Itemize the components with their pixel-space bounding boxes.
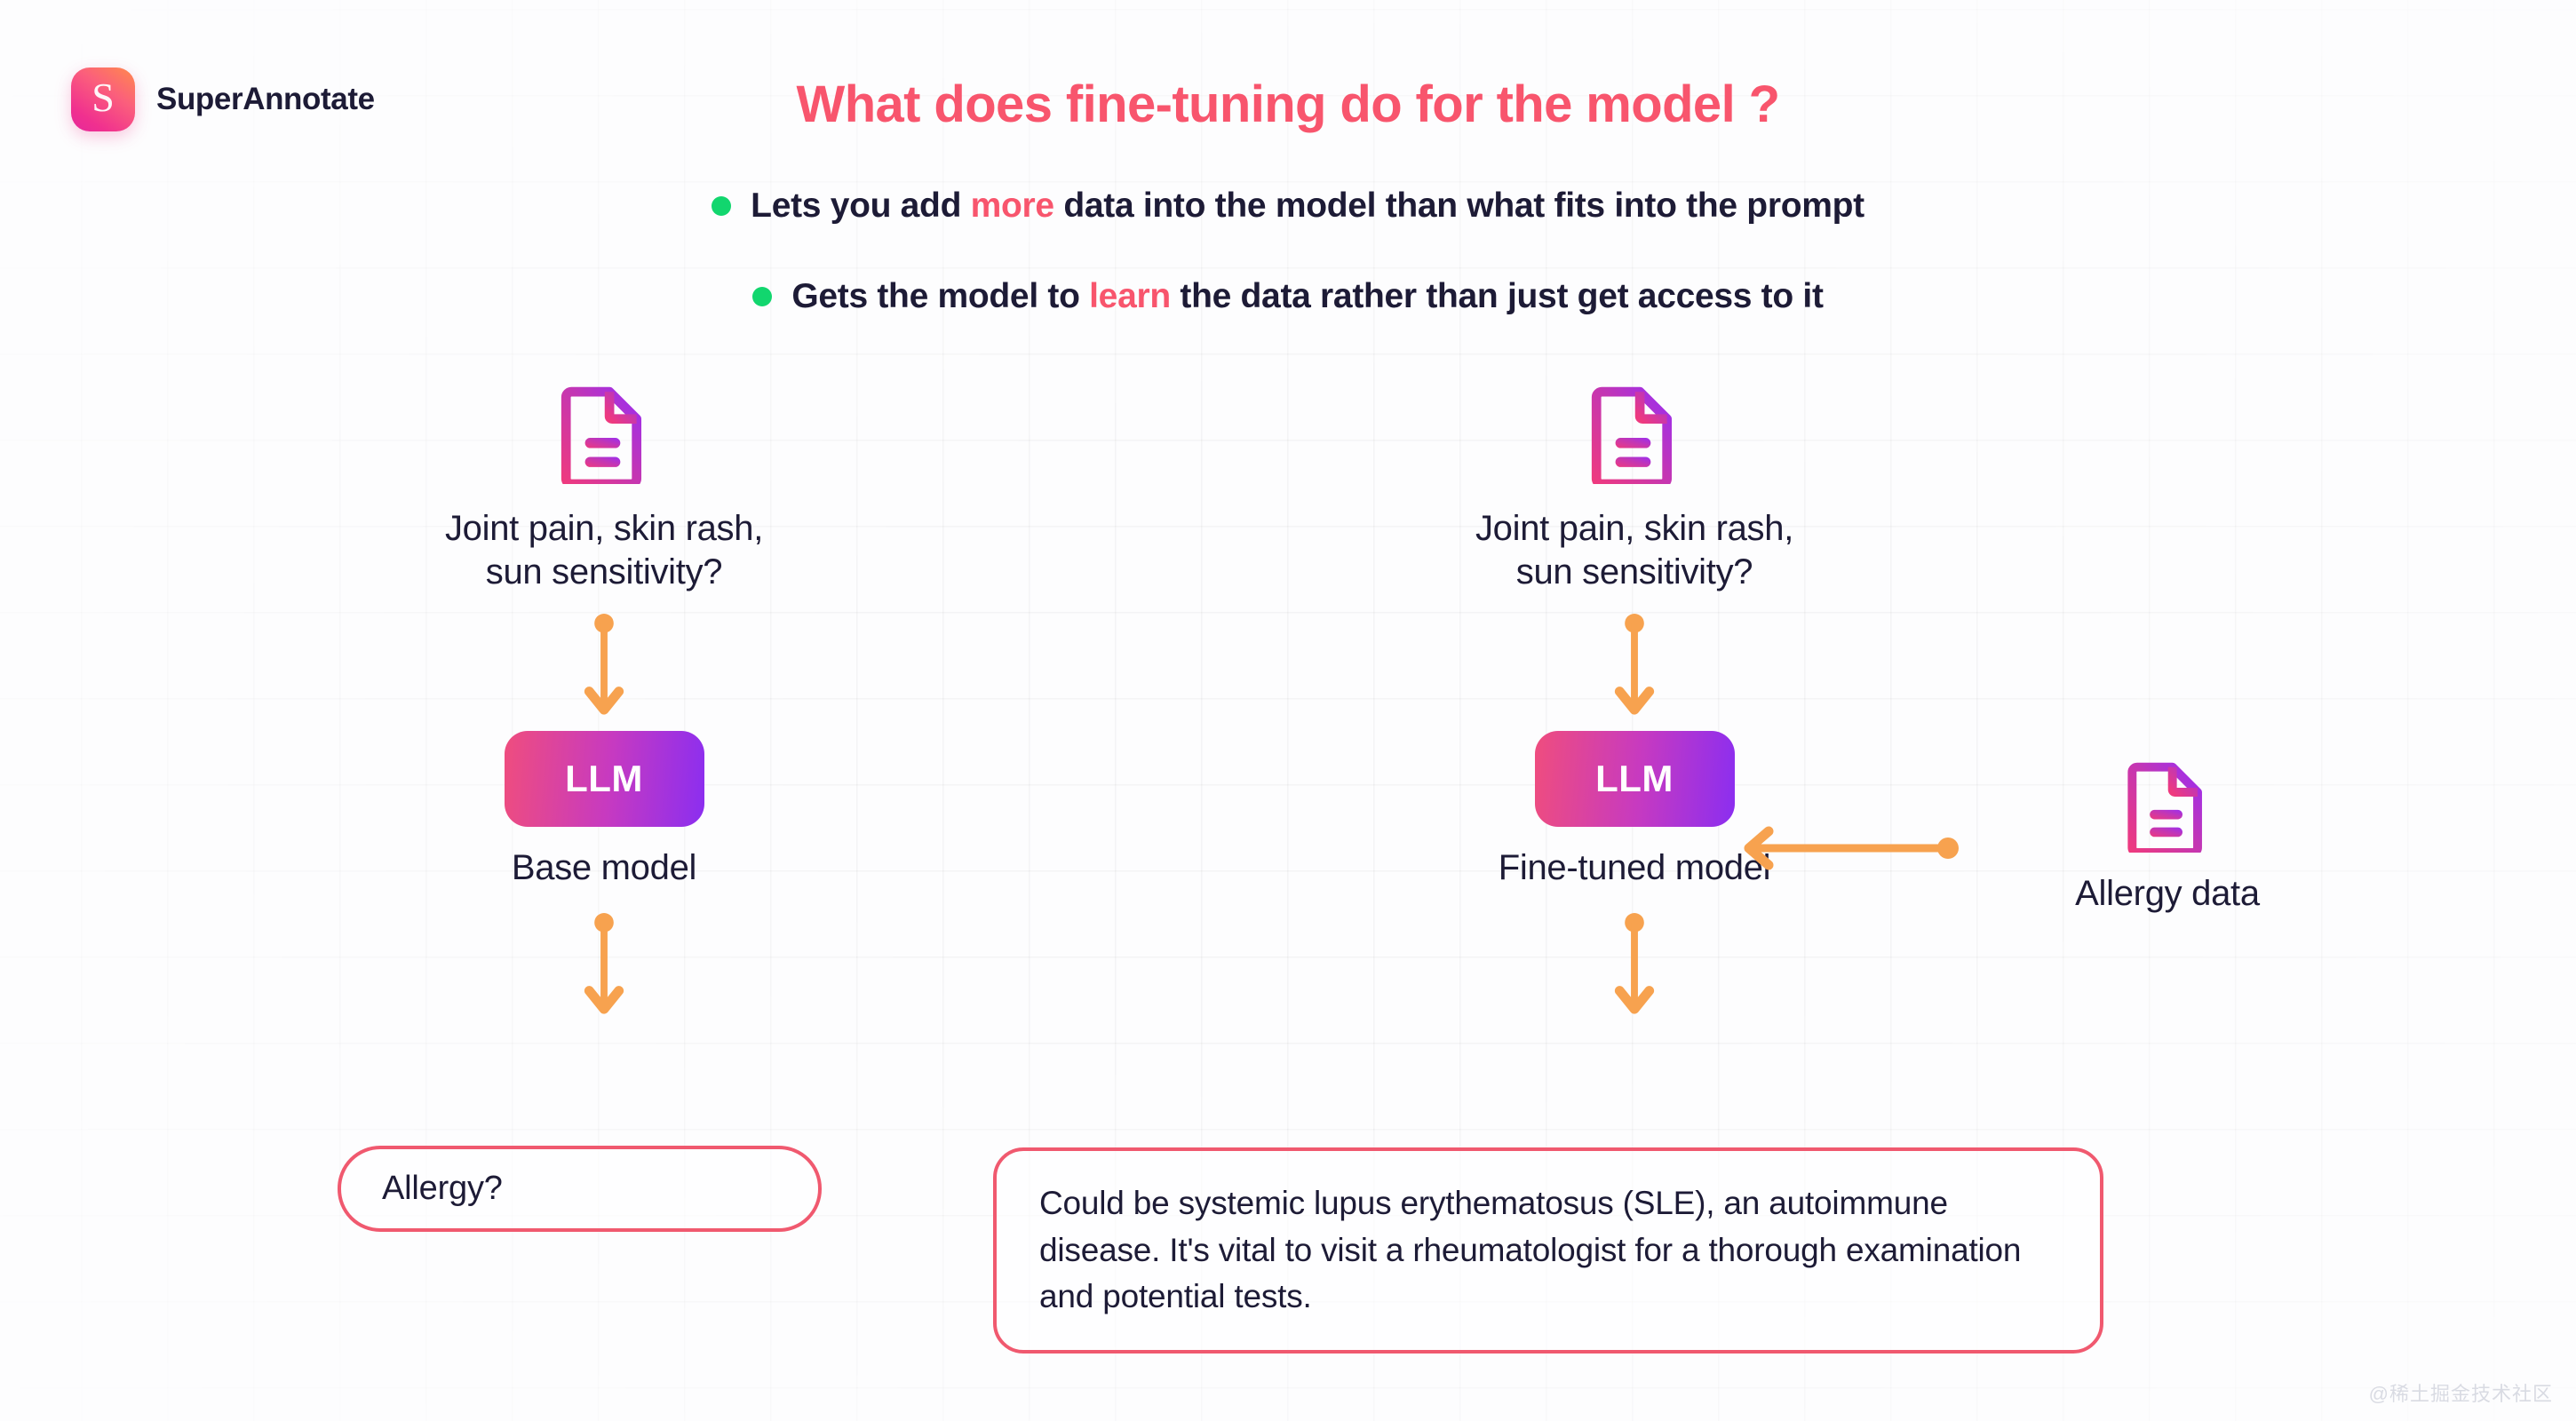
arrow-down-icon [1614,613,1655,715]
llm-node-finetuned: LLM [1534,730,1735,827]
model-label: Base model [511,847,697,887]
watermark: @稀土掘金技术社区 [2368,1383,2553,1405]
llm-node-base: LLM [504,730,704,827]
page-title: What does fine-tuning do for the model ? [796,75,1780,133]
arrow-down-icon [584,912,624,1014]
logo-glyph: S [91,75,115,120]
arrow-left-icon [1744,826,1959,870]
answer-box-base: Allergy? [338,1146,822,1232]
answer-text: Allergy? [382,1170,503,1207]
bullet-item: Gets the model to learn the data rather … [0,277,2576,316]
arrow-down-icon [584,613,624,715]
prompt-text: Joint pain, skin rash, sun sensitivity? [444,509,764,591]
superannotate-logo-icon: S [71,67,135,131]
llm-label: LLM [565,757,643,799]
document-icon [1591,386,1673,484]
bullet-text: Lets you add more data into the model th… [751,187,1864,225]
flow-column-base: Joint pain, skin rash, sun sensitivity? … [338,386,871,1018]
brand-logo: S SuperAnnotate [71,67,375,131]
document-icon [561,386,642,484]
bullet-item: Lets you add more data into the model th… [0,187,2576,226]
answer-box-finetuned: Could be systemic lupus erythematosus (S… [993,1147,2103,1354]
answer-text: Could be systemic lupus erythematosus (S… [1039,1185,2022,1315]
model-label: Fine-tuned model [1498,847,1771,887]
arrow-down-icon [1614,912,1655,1014]
document-icon [2127,762,2202,853]
bullet-text: Gets the model to learn the data rather … [791,277,1824,315]
bullet-dot-icon [752,287,773,306]
allergy-data-node: Allergy data [2034,762,2301,914]
allergy-data-label: Allergy data [2075,874,2260,913]
prompt-text: Joint pain, skin rash, sun sensitivity? [1475,509,1794,591]
llm-label: LLM [1595,757,1674,799]
bullet-dot-icon [712,196,732,216]
brand-name: SuperAnnotate [156,82,375,116]
flow-column-finetuned: Joint pain, skin rash, sun sensitivity? … [1368,386,1901,1018]
